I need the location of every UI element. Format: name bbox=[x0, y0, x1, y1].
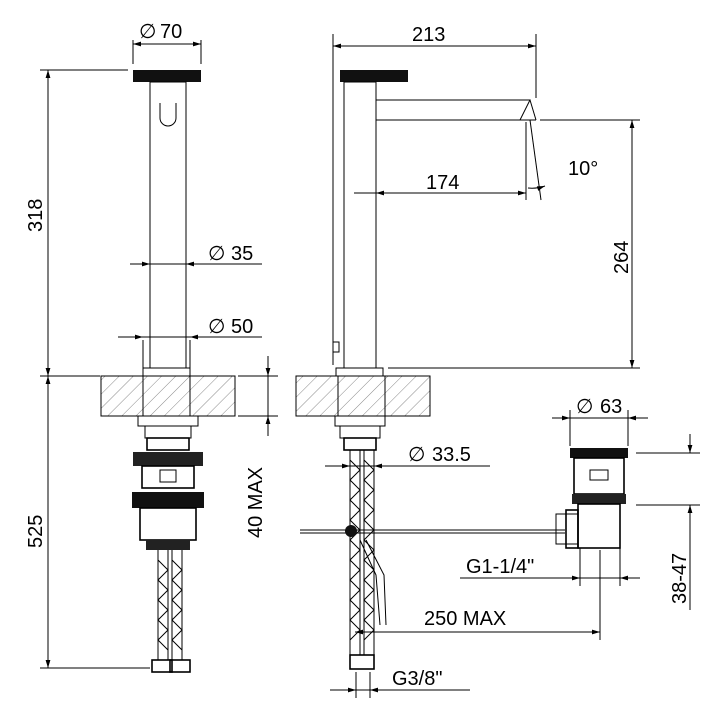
dim-g3-8: G3/8" bbox=[330, 668, 470, 698]
side-deck bbox=[295, 375, 431, 417]
dim-waste-diameter: 63 bbox=[600, 396, 622, 418]
dim-174: 174 bbox=[354, 122, 527, 200]
dim-diameter-body: 35 bbox=[231, 243, 253, 265]
dim-63: ∅ 63 bbox=[552, 396, 648, 446]
dim-318: 318 bbox=[25, 69, 128, 377]
front-base-ring bbox=[142, 367, 191, 377]
waste-body bbox=[577, 503, 621, 549]
dim-50: ∅ 50 bbox=[118, 316, 262, 368]
dim-front-top: ∅ 70 bbox=[132, 21, 202, 64]
side-view bbox=[295, 70, 628, 670]
diameter-symbol: ∅ bbox=[139, 21, 156, 43]
waste-cap bbox=[570, 448, 628, 458]
dim-waste-thread: G1-1/4" bbox=[466, 556, 534, 578]
dim-rod-length: 250 MAX bbox=[424, 608, 506, 630]
dim-38-47: 38-47 bbox=[636, 434, 700, 610]
dim-waste-range: 38-47 bbox=[669, 553, 691, 604]
dim-side-reach: 213 bbox=[412, 24, 445, 46]
front-lever bbox=[159, 103, 177, 127]
front-body bbox=[149, 81, 187, 369]
dim-spout-reach: 174 bbox=[426, 172, 459, 194]
side-spout bbox=[376, 99, 531, 121]
dim-264: 264 bbox=[388, 119, 640, 369]
dim-40max: 40 MAX bbox=[238, 356, 278, 538]
dim-35: ∅ 35 bbox=[130, 243, 262, 267]
dim-height-spout: 318 bbox=[25, 199, 47, 232]
dim-213: 213 bbox=[332, 24, 537, 365]
front-cap bbox=[133, 70, 201, 82]
front-deck bbox=[100, 375, 236, 417]
dim-front-diameter: 70 bbox=[160, 21, 182, 43]
dim-diameter-base: 50 bbox=[231, 316, 253, 338]
side-cap bbox=[340, 70, 408, 82]
dim-10deg: 10° bbox=[527, 119, 598, 201]
dim-spout-height: 264 bbox=[611, 241, 633, 274]
dim-hose-diameter: 33.5 bbox=[432, 444, 471, 466]
diameter-symbol: ∅ bbox=[208, 243, 225, 265]
diameter-symbol: ∅ bbox=[408, 444, 425, 466]
dim-spout-angle: 10° bbox=[568, 158, 598, 180]
dim-525: 525 bbox=[25, 376, 150, 669]
side-body bbox=[343, 81, 377, 369]
dim-g1-1-4: G1-1/4" bbox=[460, 548, 640, 586]
dim-250max: 250 MAX bbox=[355, 550, 601, 640]
front-view bbox=[100, 70, 236, 673]
diameter-symbol: ∅ bbox=[576, 396, 593, 418]
dim-hose-thread: G3/8" bbox=[392, 668, 442, 690]
dim-deck-max: 40 MAX bbox=[245, 467, 267, 538]
diameter-symbol: ∅ bbox=[208, 316, 225, 338]
dim-33-5: ∅ 33.5 bbox=[325, 444, 490, 469]
dim-below-deck: 525 bbox=[25, 515, 47, 548]
